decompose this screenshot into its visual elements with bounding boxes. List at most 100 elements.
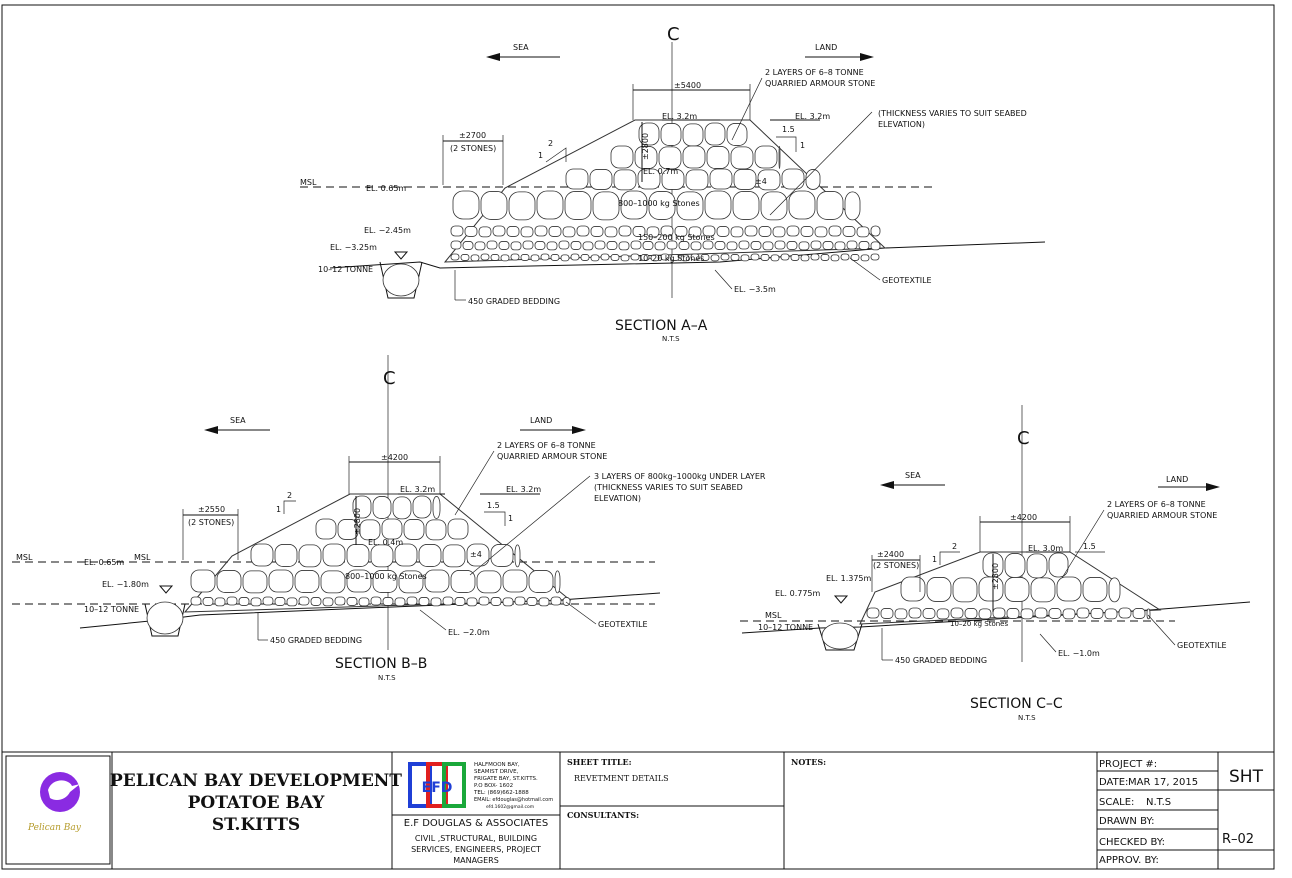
- stone: [688, 226, 702, 238]
- stone: [834, 241, 846, 251]
- stone: [480, 191, 508, 220]
- stone: [1020, 608, 1034, 620]
- stone: [870, 253, 880, 261]
- stone: [820, 254, 830, 261]
- stone: [1056, 576, 1082, 602]
- stone: [558, 240, 570, 250]
- stone: [370, 596, 382, 606]
- stone: [534, 225, 548, 237]
- crest-width-bb: ±4200: [381, 453, 408, 462]
- stone: [528, 570, 554, 593]
- stone: [214, 597, 226, 607]
- stone: [850, 254, 860, 261]
- stone: [322, 543, 346, 567]
- stone: [700, 254, 710, 261]
- stone: [594, 240, 606, 250]
- stone: [726, 123, 748, 146]
- stone: [560, 254, 570, 262]
- armour-note-2-cc: QUARRIED ARMOUR STONE: [1107, 511, 1217, 520]
- stone: [498, 241, 510, 250]
- stone: [562, 226, 576, 238]
- stone: [900, 576, 926, 602]
- slope-left-h-bb: 2: [287, 491, 292, 500]
- stone: [732, 191, 760, 220]
- stone: [592, 191, 620, 221]
- stone: [926, 577, 952, 602]
- stone: [520, 226, 534, 238]
- geotextile-bb: GEOTEXTILE: [598, 620, 648, 629]
- stone: [502, 569, 528, 593]
- msl-label-cc: MSL: [765, 611, 782, 620]
- stone: [502, 597, 514, 607]
- crest-el-left-aa: EL. 3.2m: [662, 112, 697, 121]
- stone: [442, 544, 466, 568]
- el-bottom-aa: EL. −3.5m: [734, 285, 776, 294]
- stone: [536, 190, 564, 220]
- crest-el-right-bb: EL. 3.2m: [506, 485, 541, 494]
- sheet-title: REVETMENT DETAILS: [574, 774, 669, 783]
- stone: [310, 597, 322, 606]
- stone: [582, 241, 594, 251]
- stone: [346, 597, 358, 606]
- stone: [754, 145, 778, 169]
- stone: [294, 570, 320, 593]
- stone: [474, 241, 486, 251]
- stone: [660, 225, 674, 237]
- slope-right-h-bb: 1.5: [487, 501, 500, 510]
- stone: [540, 253, 550, 261]
- stone: [508, 191, 536, 221]
- el-core-aa: EL. 0.7m: [643, 167, 678, 176]
- stone: [702, 225, 716, 237]
- slope-left-h-aa: 2: [548, 139, 553, 148]
- underlayer-bb: 800–1000 kg Stones: [345, 572, 427, 581]
- stone: [590, 254, 600, 262]
- stone: [226, 596, 238, 606]
- stone: [674, 226, 688, 237]
- stone: [830, 254, 840, 262]
- stone: [1004, 577, 1030, 602]
- sea-label-aa: SEA: [513, 43, 529, 52]
- seabed-bb: [79, 592, 661, 629]
- el-toe2-cc: EL. 0.775m: [775, 589, 821, 598]
- stone: [450, 570, 476, 593]
- stone: [382, 597, 394, 606]
- toe-width-cc: ±2400: [877, 550, 904, 559]
- title-block: Pelican Bay PELICAN BAY DEVELOPMENT POTA…: [2, 751, 1274, 869]
- underlayer-aa: 800–1000 kg Stones: [618, 199, 700, 208]
- el-bottom-bb: EL. −2.0m: [448, 628, 490, 637]
- toe-stone-cc: [821, 622, 859, 650]
- crest-el-cc: EL. 3.0m: [1028, 544, 1063, 553]
- section-bb: C SEA LAND MSL EL. 0.65m MSL 10–12 TONNE…: [12, 355, 766, 682]
- stone: [1108, 577, 1121, 603]
- firm-logo-icon: EFD: [408, 762, 466, 808]
- stone: [510, 241, 522, 251]
- stone: [618, 225, 632, 237]
- land-label-bb: LAND: [530, 416, 552, 425]
- stone: [510, 253, 520, 261]
- crest-el-left-bb: EL. 3.2m: [400, 485, 435, 494]
- sheet-label: SHT: [1229, 767, 1264, 787]
- project-name-3: ST.KITTS: [212, 815, 300, 835]
- stone: [1132, 608, 1146, 619]
- stone: [1076, 607, 1090, 619]
- stone: [757, 169, 781, 191]
- stone: [661, 169, 685, 190]
- stone: [760, 191, 788, 221]
- stone: [720, 253, 730, 261]
- toe-stone-label-bb: 10–12 TONNE: [84, 605, 139, 614]
- section-aa: C SEA LAND MSL EL. 0.65m 10–12 TONNE EL.…: [300, 24, 1046, 343]
- section-scale-aa: N.T.S: [662, 335, 680, 343]
- stone: [359, 519, 381, 541]
- toe-stone-aa: [382, 263, 420, 297]
- toe-stone-label-cc: 10–12 TONNE: [758, 623, 813, 632]
- stone: [704, 190, 732, 220]
- date-value: MAR 17, 2015: [1128, 777, 1198, 788]
- slope-left-v-cc: 1: [932, 555, 937, 564]
- stone: [730, 254, 740, 261]
- stone: [666, 240, 678, 250]
- stone: [726, 241, 738, 251]
- notes-label: NOTES:: [791, 757, 826, 767]
- core-aa: 150–200 kg Stones: [638, 233, 715, 242]
- stone: [682, 145, 706, 169]
- stone: [842, 226, 856, 237]
